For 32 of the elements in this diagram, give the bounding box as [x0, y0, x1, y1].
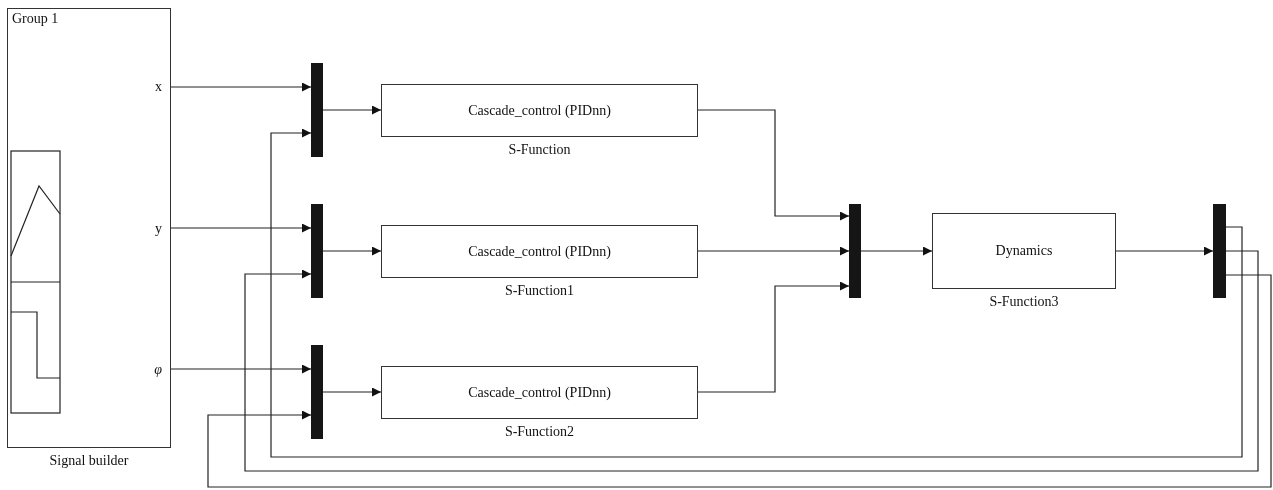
block-title: Group 1	[12, 11, 59, 27]
block-label: Cascade_control (PIDnn)	[468, 102, 611, 119]
signal-line	[322, 105, 382, 115]
mux-bar	[849, 204, 861, 298]
block-caption: S-Function2	[503, 424, 576, 440]
mux-bar	[311, 204, 323, 298]
signal-line	[1115, 246, 1214, 256]
signal-line	[170, 364, 312, 374]
block-caption: Signal builder	[48, 453, 130, 469]
mux-bar	[311, 345, 323, 439]
block-label: Dynamics	[995, 243, 1053, 259]
mux-bar	[1213, 204, 1226, 298]
mux-bar	[311, 63, 323, 157]
signal-line	[270, 128, 1243, 458]
signal-line	[244, 250, 1259, 472]
signal-line	[860, 246, 933, 256]
signal-line	[170, 223, 312, 233]
block-caption: S-Function	[507, 142, 572, 158]
signal-line	[207, 274, 1272, 488]
block-label: Cascade_control (PIDnn)	[468, 243, 611, 260]
signal-line	[170, 82, 312, 92]
port-label: y	[141, 219, 172, 239]
signal-line	[697, 109, 850, 221]
block-caption: S-Function3	[988, 294, 1060, 310]
signal-line	[322, 387, 382, 397]
signal-line	[322, 246, 382, 256]
port-label: x	[141, 77, 172, 97]
signal-line	[697, 246, 850, 256]
block-caption: S-Function1	[503, 283, 576, 299]
signal-line	[697, 281, 850, 393]
port-label: φ	[141, 360, 172, 380]
block-label: Cascade_control (PIDnn)	[468, 384, 611, 401]
